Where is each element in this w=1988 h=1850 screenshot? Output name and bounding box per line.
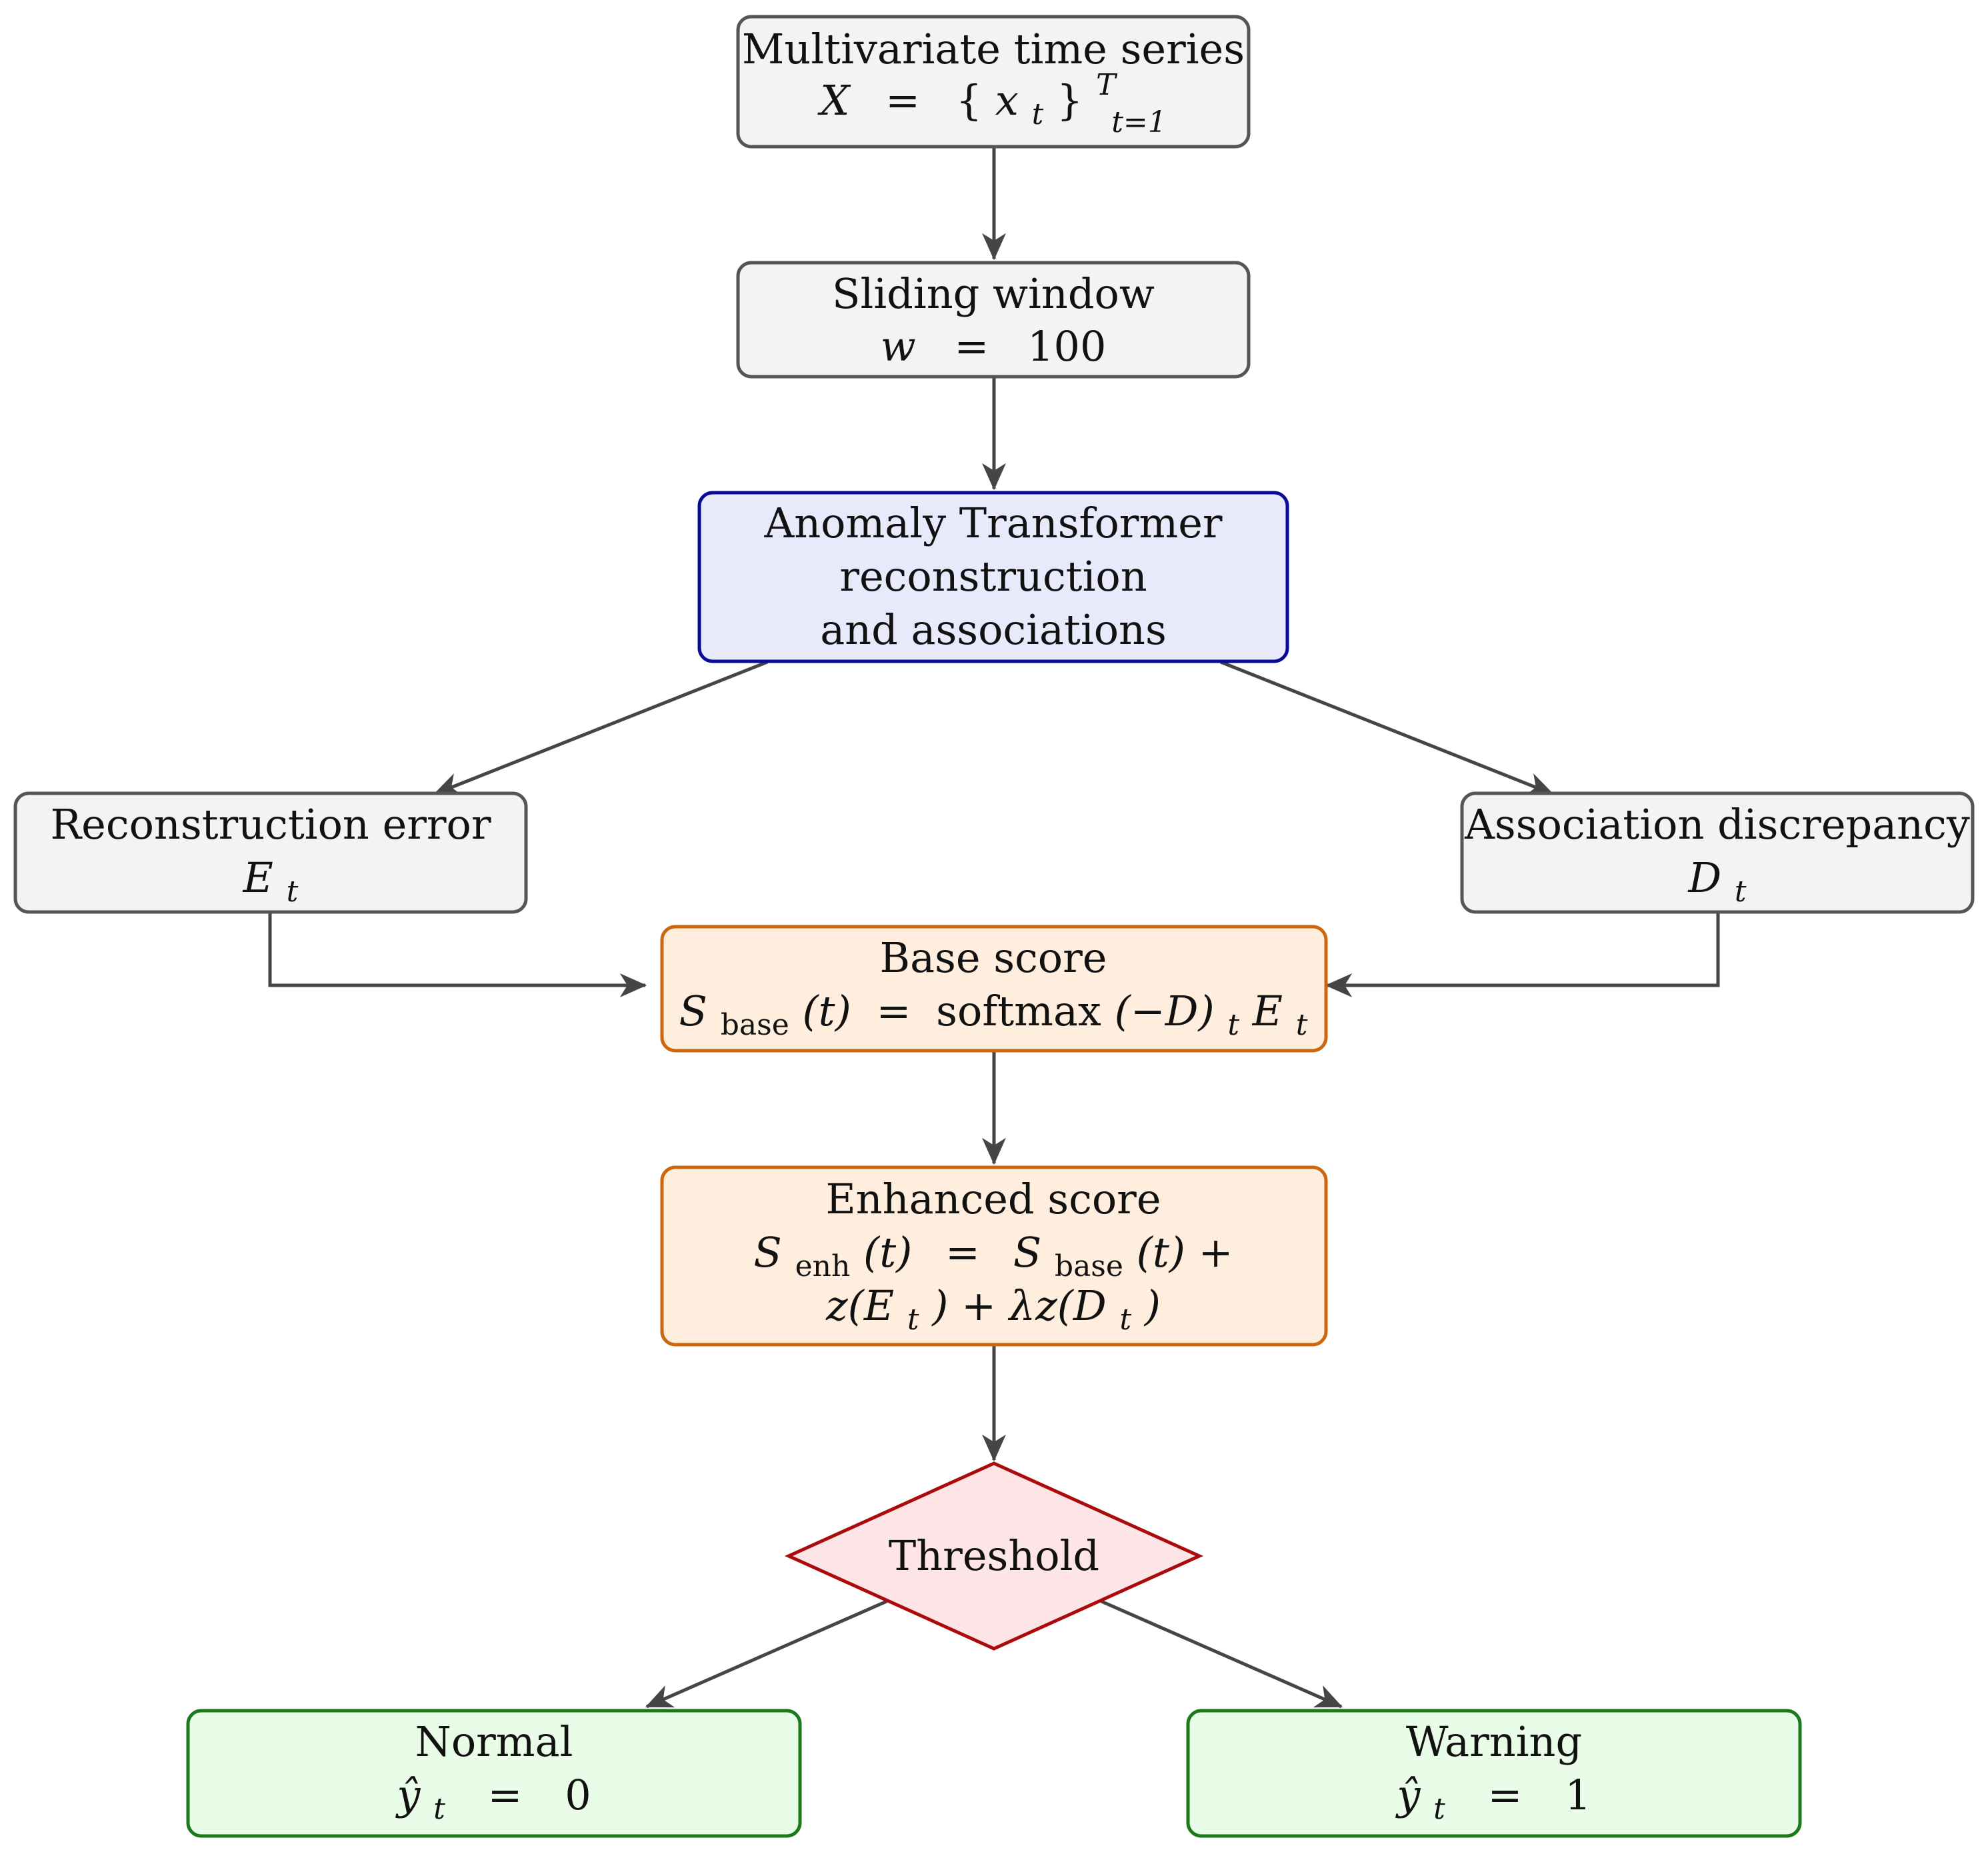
assoc-d-sub: t xyxy=(1735,875,1747,909)
node-assoc-title: Association discrepancy xyxy=(1464,800,1970,849)
normal-eq: = xyxy=(488,1771,523,1819)
enh-s: S xyxy=(753,1228,781,1277)
edge-transformer-to-assoc xyxy=(1220,660,1555,796)
normal-y: ŷ xyxy=(395,1771,421,1819)
node-base-formula: S base (t) = softmax (−D) t E t xyxy=(679,987,1308,1045)
formula-set-open: { xyxy=(956,76,982,125)
node-transformer-line3: and associations xyxy=(820,605,1167,654)
formula-sup: T xyxy=(1096,68,1118,102)
node-assoc: Association discrepancy D t xyxy=(1460,791,1975,914)
node-normal-box xyxy=(186,1709,802,1838)
enh-z2-sub: t xyxy=(1119,1303,1131,1337)
base-paren-sub: t xyxy=(1227,1008,1239,1042)
node-recon-box xyxy=(13,791,528,914)
node-warning-box xyxy=(1186,1709,1802,1838)
base-s-sub: base xyxy=(721,1008,789,1042)
warning-value: 1 xyxy=(1565,1771,1591,1819)
enh-z1-close: ) + λz(D xyxy=(931,1281,1106,1330)
base-t-arg: (t) xyxy=(802,987,851,1035)
window-w: w xyxy=(881,322,916,371)
node-input-formula: X = { x t } T t=1 xyxy=(817,56,1167,139)
edge-assoc-to-base xyxy=(1325,913,1720,997)
node-enhanced: Enhanced score S enh (t) = S base (t) + … xyxy=(660,1165,1328,1347)
node-enhanced-title: Enhanced score xyxy=(825,1175,1161,1223)
node-warning-title: Warning xyxy=(1406,1717,1582,1766)
node-recon-symbol: E t xyxy=(243,853,299,909)
warning-eq: = xyxy=(1488,1771,1523,1819)
node-base-title: Base score xyxy=(880,933,1107,982)
node-assoc-symbol: D t xyxy=(1687,853,1746,909)
node-transformer-box xyxy=(697,491,1289,663)
node-input-box xyxy=(736,15,1251,149)
recon-e-sub: t xyxy=(287,875,299,909)
enh-z1: z(E xyxy=(825,1281,894,1330)
enh-z2-close: ) xyxy=(1143,1281,1161,1330)
node-normal: Normal ŷ t = 0 xyxy=(186,1709,802,1838)
node-recon-title: Reconstruction error xyxy=(50,800,491,849)
window-value: 100 xyxy=(1027,322,1106,371)
node-threshold-diamond xyxy=(784,1461,1204,1651)
formula-sub: t=1 xyxy=(1111,105,1167,139)
edge-threshold-to-normal xyxy=(645,1599,888,1709)
node-warning-formula: ŷ t = 1 xyxy=(1395,1771,1591,1829)
node-input-title: Multivariate time series xyxy=(742,25,1245,73)
enh-s2-sub: base xyxy=(1055,1249,1123,1283)
assoc-d: D xyxy=(1687,853,1721,902)
enh-t-arg: (t) xyxy=(863,1228,912,1277)
base-eq: = xyxy=(877,987,911,1035)
node-enhanced-formula-line1: S enh (t) = S base (t) + xyxy=(753,1228,1233,1286)
node-base-box xyxy=(660,925,1328,1053)
formula-eq: = xyxy=(885,76,920,125)
base-e-sub: t xyxy=(1296,1008,1308,1042)
node-window-box xyxy=(736,261,1251,379)
normal-value: 0 xyxy=(565,1771,591,1819)
enh-eq: = xyxy=(945,1228,980,1277)
node-window-title: Sliding window xyxy=(832,269,1155,318)
edge-recon-to-base xyxy=(268,913,647,997)
node-transformer-line2: reconstruction xyxy=(839,552,1147,601)
node-window-formula: w = 100 xyxy=(881,322,1107,371)
node-normal-formula: ŷ t = 0 xyxy=(395,1771,591,1829)
base-paren: (−D) xyxy=(1115,987,1215,1035)
recon-e: E xyxy=(243,853,273,902)
node-assoc-box xyxy=(1460,791,1975,914)
node-input: Multivariate time series X = { x t } T t… xyxy=(736,15,1251,149)
formula-x-t: x xyxy=(995,76,1019,125)
node-window: Sliding window w = 100 xyxy=(736,261,1251,379)
warning-y-sub: t xyxy=(1433,1792,1445,1826)
normal-y-sub: t xyxy=(433,1792,445,1826)
edge-threshold-to-warning xyxy=(1100,1599,1343,1709)
formula-x-t-sub: t xyxy=(1032,97,1044,131)
base-e: E xyxy=(1252,987,1283,1035)
edges xyxy=(268,148,1720,1709)
formula-set-close: } xyxy=(1057,76,1083,125)
enh-z1-sub: t xyxy=(907,1303,919,1337)
node-enhanced-formula-line2: z(E t ) + λz(D t ) xyxy=(825,1281,1161,1339)
node-enhanced-box xyxy=(660,1165,1328,1347)
warning-y: ŷ xyxy=(1395,1771,1421,1819)
window-eq: = xyxy=(954,322,989,371)
edge-transformer-to-recon xyxy=(433,660,768,796)
node-normal-title: Normal xyxy=(415,1717,573,1766)
enh-s-sub: enh xyxy=(795,1249,851,1283)
node-transformer: Anomaly Transformer reconstruction and a… xyxy=(697,491,1289,663)
node-base: Base score S base (t) = softmax (−D) t E… xyxy=(660,925,1328,1053)
base-fn: softmax xyxy=(936,987,1101,1035)
formula-x: X xyxy=(817,76,851,125)
node-warning: Warning ŷ t = 1 xyxy=(1186,1709,1802,1838)
node-recon: Reconstruction error E t xyxy=(13,791,528,914)
node-transformer-line1: Anomaly Transformer xyxy=(763,499,1222,547)
node-threshold: Threshold xyxy=(784,1461,1204,1651)
enh-s2: S xyxy=(1013,1228,1041,1277)
node-threshold-label: Threshold xyxy=(889,1531,1099,1580)
base-s: S xyxy=(679,987,707,1035)
enh-t2-arg: (t) + xyxy=(1137,1228,1233,1277)
